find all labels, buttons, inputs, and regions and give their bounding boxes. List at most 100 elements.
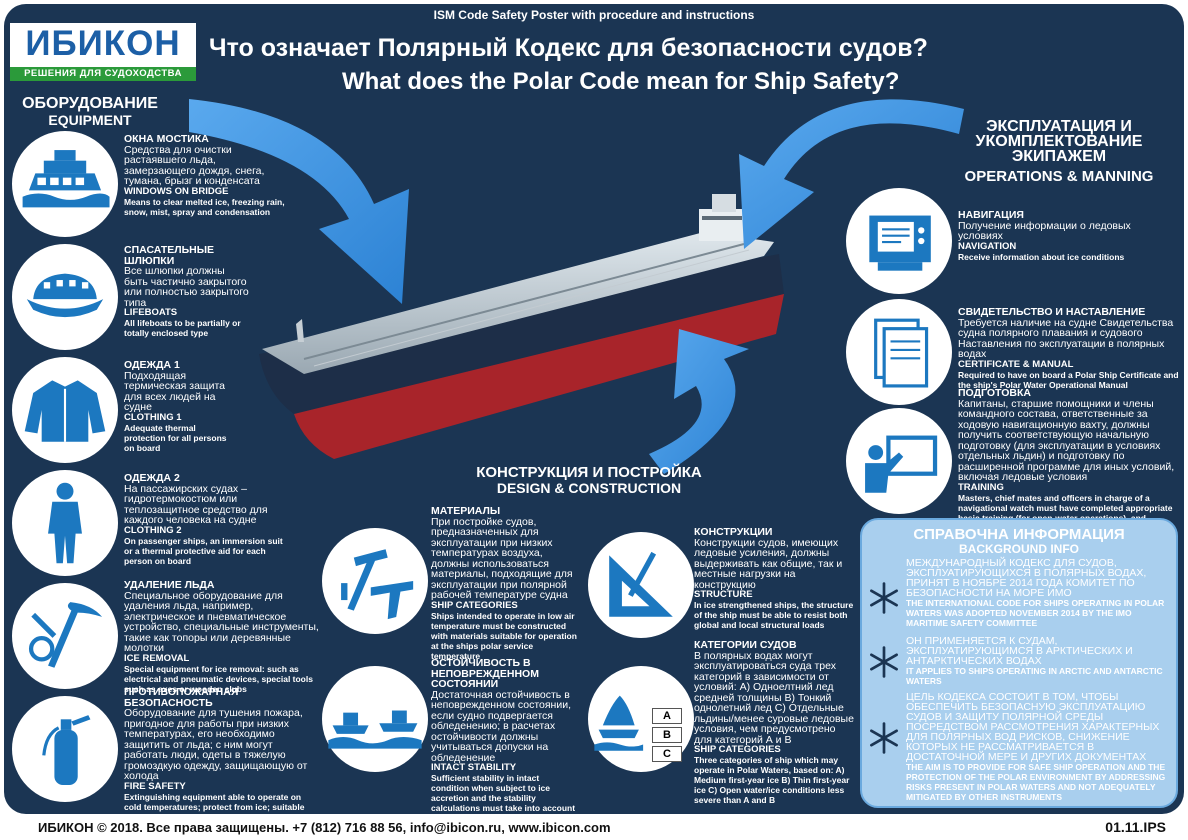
item-text-ru: Конструкции судов, имеющих ледовые усиле… bbox=[694, 536, 843, 591]
bridge-windows-icon bbox=[12, 131, 118, 237]
operations-item-navigation: НАВИГАЦИЯ Получение информации о ледовых… bbox=[958, 210, 1178, 262]
item-title-ru: ПРОТИВОПОЖАРНАЯ БЕЗОПАСНОСТЬ bbox=[124, 686, 239, 709]
equipment-item-windows: ОКНА МОСТИКА Средства для очистки растая… bbox=[124, 134, 289, 217]
company-logo: ИБИКОН РЕШЕНИЯ ДЛЯ СУДОХОДСТВА bbox=[10, 23, 196, 81]
fire-extinguisher-icon bbox=[12, 696, 118, 802]
background-item-2: ОН ПРИМЕНЯЕТСЯ К СУДАМ, ЭКСПЛУАТИРУЮЩИМС… bbox=[906, 636, 1174, 686]
item-text-ru: При постройке судов, предназначенных для… bbox=[431, 515, 573, 601]
item-text-en: Required to have on board a Polar Ship C… bbox=[958, 369, 1179, 390]
item-title-en: NAVIGATION bbox=[958, 240, 1017, 252]
background-item-3: ЦЕЛЬ КОДЕКСА СОСТОИТ В ТОМ, ЧТОБЫ ОБЕСПЕ… bbox=[906, 692, 1174, 802]
item-text-ru: Получение информации о ледовых условиях bbox=[958, 219, 1131, 242]
item-text-en: On passenger ships, an immersion suit or… bbox=[124, 535, 283, 566]
operations-heading-ru: ЭКСПЛУАТАЦИЯ И УКОМПЛЕКТОВАНИЕ ЭКИПАЖЕМ bbox=[975, 118, 1143, 165]
footer-copyright: ИБИКОН © 2018. Все права защищены. +7 (8… bbox=[38, 820, 611, 835]
snowflake-icon bbox=[866, 580, 902, 616]
item-text-en: Sufficient stability in intact condition… bbox=[431, 773, 576, 814]
category-label-a: A bbox=[652, 708, 682, 724]
item-title-en: ICE REMOVAL bbox=[124, 652, 190, 664]
item-title-ru: НАВИГАЦИЯ bbox=[958, 209, 1024, 221]
snowflake-icon bbox=[866, 644, 902, 680]
certificate-documents-icon bbox=[846, 299, 952, 405]
background-text-en: THE AIM IS TO PROVIDE FOR SAFE SHIP OPER… bbox=[906, 762, 1166, 802]
background-heading-en: BACKGROUND INFO bbox=[959, 542, 1079, 556]
item-title-en: FIRE SAFETY bbox=[124, 780, 186, 792]
item-title-en: CLOTHING 2 bbox=[124, 524, 182, 536]
arrow-design bbox=[649, 329, 749, 474]
logo-tagline: РЕШЕНИЯ ДЛЯ СУДОХОДСТВА bbox=[10, 67, 196, 81]
item-text-en: Extinguishing equipment able to operate … bbox=[124, 791, 305, 815]
item-title-en: CERTIFICATE & MANUAL bbox=[958, 358, 1074, 370]
background-info-box: СПРАВОЧНА ИНФОРМАЦИЯ BACKGROUND INFO МЕЖ… bbox=[860, 518, 1178, 808]
item-title-ru: МАТЕРИАЛЫ bbox=[431, 505, 501, 517]
equipment-item-clothing-2: ОДЕЖДА 2 На пассажирских судах – гидроте… bbox=[124, 473, 289, 566]
materials-icon bbox=[322, 528, 428, 634]
item-title-ru: ОКНА МОСТИКА bbox=[124, 133, 209, 145]
operations-item-training: ПОДГОТОВКА Капитаны, старшие помощники и… bbox=[958, 388, 1180, 533]
background-text-ru: МЕЖДУНАРОДНЫЙ КОДЕКС ДЛЯ СУДОВ, ЭКСПЛУАТ… bbox=[906, 557, 1147, 599]
jacket-icon bbox=[12, 357, 118, 463]
design-heading-ru: КОНСТРУКЦИЯ И ПОСТРОЙКА bbox=[476, 464, 702, 481]
navigation-icon bbox=[846, 188, 952, 294]
training-board-icon bbox=[846, 408, 952, 514]
item-title-ru: УДАЛЕНИЕ ЛЬДА bbox=[124, 579, 215, 591]
item-title-ru: КАТЕГОРИИ СУДОВ bbox=[694, 639, 797, 651]
item-title-en: STRUCTURE bbox=[694, 589, 753, 600]
item-title-en: WINDOWS ON BRIDGE bbox=[124, 185, 229, 197]
design-item-materials: МАТЕРИАЛЫ При постройке судов, предназна… bbox=[431, 506, 579, 661]
item-text-ru: Подходящая термическая защита для всех л… bbox=[124, 369, 225, 413]
footer: ИБИКОН © 2018. Все права защищены. +7 (8… bbox=[0, 814, 1188, 840]
equipment-heading-ru: ОБОРУДОВАНИЕ bbox=[22, 95, 158, 112]
category-label-b: B bbox=[652, 727, 682, 743]
background-text-en: IT APPLIES TO SHIPS OPERATING IN ARCTIC … bbox=[906, 666, 1163, 686]
item-text-en: Three categories of ship which may opera… bbox=[694, 755, 850, 805]
item-title-en: SHIP CATEGORIES bbox=[431, 599, 518, 611]
item-text-ru: Требуется наличие на судне Свидетельства… bbox=[958, 316, 1174, 360]
item-text-ru: Специальное оборудование для удаления ль… bbox=[124, 589, 319, 654]
item-title-ru: КОНСТРУКЦИИ bbox=[694, 526, 773, 538]
item-title-ru: ОДЕЖДА 1 bbox=[124, 359, 180, 371]
item-title-ru: ОСТОЙЧИВОСТЬ В НЕПОВРЕЖДЕННОМ СОСТОЯНИИ bbox=[431, 657, 539, 690]
item-title-en: LIFEBOATS bbox=[124, 307, 178, 318]
item-title-en: INTACT STABILITY bbox=[431, 762, 517, 773]
item-title-ru: СПАСАТЕЛЬНЫЕ ШЛЮПКИ bbox=[124, 244, 215, 267]
item-text-ru: На пассажирских судах – гидротермокостюм… bbox=[124, 482, 268, 526]
title-en: What does the Polar Code mean for Ship S… bbox=[342, 68, 900, 95]
background-text-ru: ОН ПРИМЕНЯЕТСЯ К СУДАМ, ЭКСПЛУАТИРУЮЩИМС… bbox=[906, 635, 1133, 667]
item-title-en: SHIP CATEGORIES bbox=[694, 744, 781, 755]
design-item-categories: КАТЕГОРИИ СУДОВ В полярных водах могут э… bbox=[694, 640, 854, 805]
item-text-en: All lifeboats to be partially or totally… bbox=[124, 318, 241, 338]
equipment-item-clothing-1: ОДЕЖДА 1 Подходящая термическая защита д… bbox=[124, 360, 239, 453]
equipment-item-fire-safety: ПРОТИВОПОЖАРНАЯ БЕЗОПАСНОСТЬ Оборудовани… bbox=[124, 687, 314, 814]
design-item-stability: ОСТОЙЧИВОСТЬ В НЕПОВРЕЖДЕННОМ СОСТОЯНИИ … bbox=[431, 658, 579, 814]
equipment-item-lifeboats: СПАСАТЕЛЬНЫЕ ШЛЮПКИ Все шлюпки должны бы… bbox=[124, 245, 249, 338]
immersion-suit-icon bbox=[12, 470, 118, 576]
ice-tools-icon bbox=[12, 583, 118, 689]
background-text-en: THE INTERNATIONAL CODE FOR SHIPS OPERATI… bbox=[906, 598, 1165, 628]
operations-item-certificate: СВИДЕТЕЛЬСТВО И НАСТАВЛЕНИЕ Требуется на… bbox=[958, 307, 1180, 390]
background-heading-ru: СПРАВОЧНА ИНФОРМАЦИЯ bbox=[913, 526, 1125, 543]
background-text-ru: ЦЕЛЬ КОДЕКСА СОСТОИТ В ТОМ, ЧТОБЫ ОБЕСПЕ… bbox=[906, 691, 1160, 763]
lifeboat-icon bbox=[12, 244, 118, 350]
equipment-heading-en: EQUIPMENT bbox=[48, 112, 132, 128]
category-label-c: C bbox=[652, 746, 682, 762]
item-text-ru: Все шлюпки должны быть частично закрытог… bbox=[124, 265, 249, 309]
item-title-ru: ОДЕЖДА 2 bbox=[124, 472, 180, 484]
background-item-1: МЕЖДУНАРОДНЫЙ КОДЕКС ДЛЯ СУДОВ, ЭКСПЛУАТ… bbox=[906, 558, 1174, 628]
category-labels: A B C bbox=[652, 708, 682, 764]
item-text-en: Special equipment for ice removal: such … bbox=[124, 663, 313, 694]
design-heading-en: DESIGN & CONSTRUCTION bbox=[496, 480, 682, 496]
stability-ships-icon bbox=[322, 666, 428, 772]
operations-heading-en: OPERATIONS & MANNING bbox=[964, 168, 1154, 185]
item-text-ru: Капитаны, старшие помощники и члены кома… bbox=[958, 397, 1175, 483]
arrow-equipment bbox=[189, 99, 409, 304]
logo-name: ИБИКОН bbox=[25, 24, 181, 63]
item-text-ru: В полярных водах могут эксплуатироваться… bbox=[694, 649, 854, 746]
design-item-structure: КОНСТРУКЦИИ Конструкции судов, имеющих л… bbox=[694, 527, 854, 630]
item-title-en: TRAINING bbox=[958, 481, 1004, 493]
ship-illustration bbox=[189, 99, 964, 474]
item-text-ru: Средства для очистки растаявшего льда, з… bbox=[124, 143, 265, 187]
equipment-item-ice-removal: УДАЛЕНИЕ ЛЬДА Специальное оборудование д… bbox=[124, 580, 319, 694]
top-title: ISM Code Safety Poster with procedure an… bbox=[433, 8, 755, 22]
